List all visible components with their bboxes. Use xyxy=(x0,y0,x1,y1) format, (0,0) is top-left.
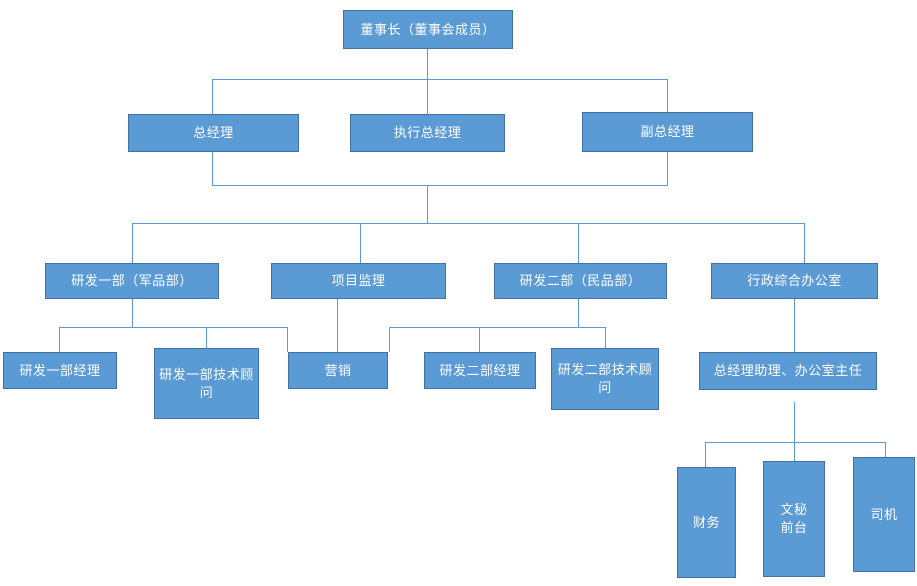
node-rd-2-tech-advisor[interactable]: 研发二部技术顾问 xyxy=(551,348,659,410)
connector-to-project-supervision xyxy=(360,223,361,263)
connector-rd-dept-1-stem xyxy=(132,299,133,327)
connector-rd-2-children-bus xyxy=(389,327,605,328)
connector-to-deputy-gm xyxy=(667,79,668,114)
connector-rd-1-children-bus xyxy=(59,327,287,328)
connector-project-supervision-stem xyxy=(337,299,338,352)
connector-to-executive-gm xyxy=(427,79,428,114)
connector-to-rd-dept-1 xyxy=(132,223,133,263)
connector-gm-assistant-stem xyxy=(794,402,795,442)
connector-rd-2-bus-to-marketing xyxy=(389,327,390,352)
node-project-supervision[interactable]: 项目监理 xyxy=(271,263,446,299)
node-rd-1-manager[interactable]: 研发一部经理 xyxy=(3,352,117,389)
connector-to-secretary-front-desk xyxy=(794,442,795,461)
connector-admin-office-stem xyxy=(794,299,795,352)
node-admin-office[interactable]: 行政综合办公室 xyxy=(711,263,878,299)
connector-to-rd-2-manager xyxy=(479,327,480,352)
node-rd-1-tech-advisor[interactable]: 研发一部技术顾问 xyxy=(154,348,259,419)
connector-to-general-manager xyxy=(212,79,213,114)
node-deputy-general-manager[interactable]: 副总经理 xyxy=(582,112,753,152)
node-finance[interactable]: 财务 xyxy=(677,467,736,578)
connector-to-rd-1-tech-advisor xyxy=(206,327,207,348)
connector-level2-merge-bus xyxy=(212,185,668,186)
connector-to-rd-dept-2 xyxy=(578,223,579,263)
node-rd-dept-1[interactable]: 研发一部（军品部） xyxy=(45,263,219,299)
connector-deputy-gm-stem xyxy=(667,152,668,185)
node-driver[interactable]: 司机 xyxy=(853,457,915,572)
connector-general-manager-stem xyxy=(212,152,213,185)
connector-merge-drop xyxy=(427,185,428,223)
connector-rd-dept-2-stem xyxy=(578,299,579,327)
connector-level5-bus xyxy=(705,442,885,443)
connector-to-finance xyxy=(705,442,706,467)
node-marketing[interactable]: 营销 xyxy=(288,352,388,389)
connector-level2-bus xyxy=(212,79,667,80)
node-general-manager[interactable]: 总经理 xyxy=(128,114,299,152)
connector-to-driver xyxy=(885,442,886,457)
node-gm-assistant-office-director[interactable]: 总经理助理、办公室主任 xyxy=(699,352,877,390)
connector-to-admin-office xyxy=(804,223,805,263)
connector-rd-1-bus-to-marketing xyxy=(287,327,288,352)
connector-chairman-stem xyxy=(427,49,428,79)
connector-to-rd-1-manager xyxy=(59,327,60,352)
node-rd-2-manager[interactable]: 研发二部经理 xyxy=(424,352,536,389)
connector-level3-bus xyxy=(132,223,804,224)
connector-to-rd-2-tech-advisor xyxy=(605,327,606,348)
node-executive-general-manager[interactable]: 执行总经理 xyxy=(350,114,505,152)
node-secretary-front-desk[interactable]: 文秘 前台 xyxy=(763,461,825,577)
node-rd-dept-2[interactable]: 研发二部（民品部） xyxy=(494,263,667,299)
node-chairman[interactable]: 董事长（董事会成员） xyxy=(343,10,513,49)
